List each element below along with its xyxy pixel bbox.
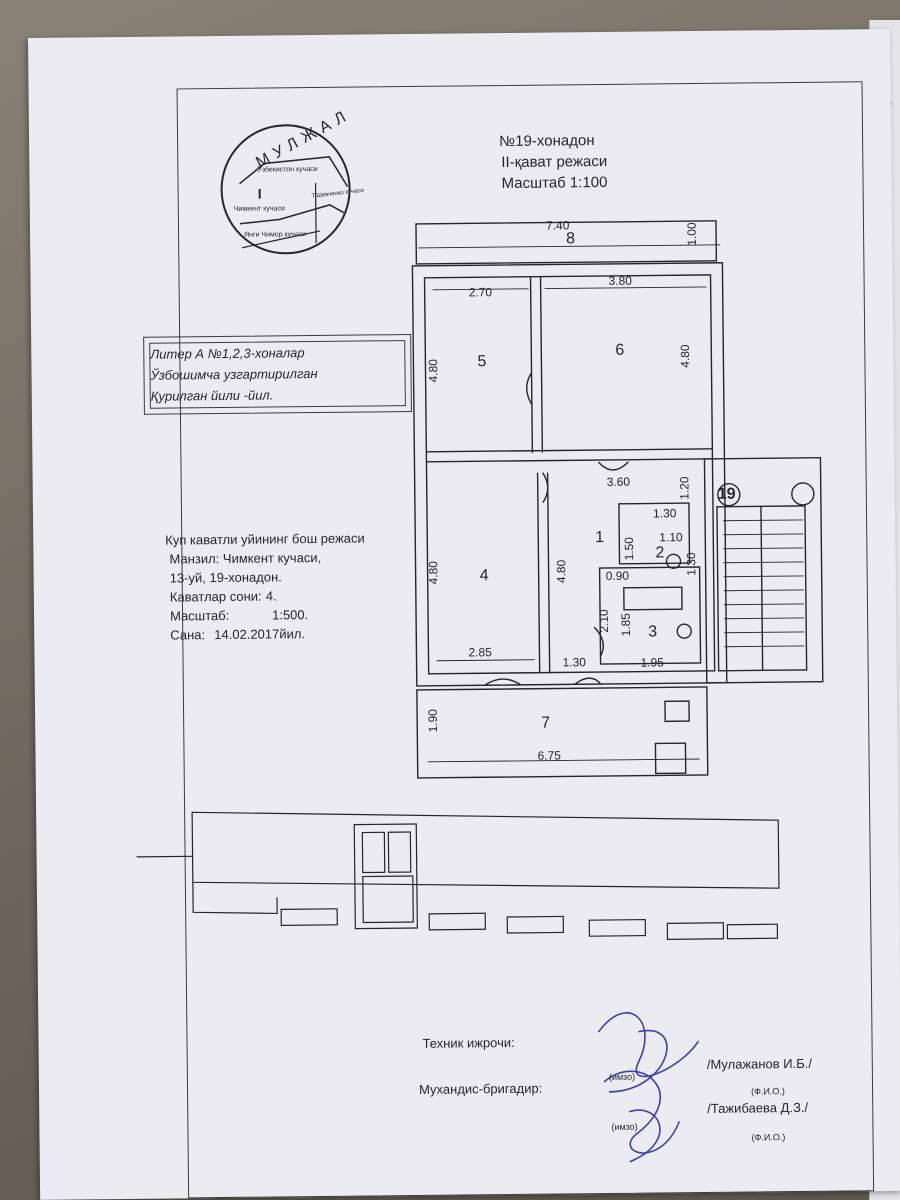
info-date-label: Сана: — [170, 627, 206, 643]
tech-name: /Мулажанов И.Б./ — [706, 1055, 813, 1072]
dim-480-room1: 4.80 — [554, 559, 569, 584]
dim-740: 7.40 — [545, 218, 570, 233]
eng-label: Мухандис-бригадир: — [418, 1080, 543, 1097]
dim-285: 2.85 — [468, 645, 492, 660]
dim-360: 3.60 — [606, 474, 631, 489]
dim-480-room5: 4.80 — [426, 359, 441, 383]
dim-210: 2.10 — [596, 609, 611, 633]
dim-130-bottom: 1.30 — [562, 655, 586, 670]
tech-fio: (Ф.И.О.) — [751, 1086, 785, 1097]
room-label-3: 3 — [648, 623, 658, 641]
dim-195: 1.95 — [640, 655, 665, 670]
info-address: Манзил: Чимкент кучаси, — [169, 549, 322, 567]
info-house: 13-уй, 19-хонадон. — [169, 569, 282, 586]
dim-480-room4: 4.80 — [426, 561, 441, 585]
dim-380: 3.80 — [608, 273, 633, 288]
room-label-2: 2 — [655, 544, 665, 562]
info-scale-value: 1:500. — [271, 607, 309, 623]
document-sheet: МУЛЖАЛ Ўзбекистон кучаси Т.Шевченко куча… — [28, 28, 900, 1200]
room-label-19: 19 — [717, 485, 736, 503]
info-floors-value: 4. — [265, 588, 277, 604]
dim-120: 1.20 — [677, 476, 692, 500]
dim-100: 1.00 — [684, 222, 699, 246]
room-label-7: 7 — [541, 714, 551, 732]
room-label-5: 5 — [477, 353, 487, 371]
dim-675: 6.75 — [537, 748, 561, 763]
eng-name: /Тажибаева Д.З./ — [707, 1099, 809, 1116]
dim-270: 2.70 — [468, 285, 493, 300]
dim-480-room6: 4.80 — [677, 344, 693, 368]
room-label-1: 1 — [595, 528, 605, 547]
dim-090: 0.90 — [605, 568, 630, 583]
floor-plan-drawing — [136, 220, 824, 1163]
eng-imzo: (имзо) — [611, 1121, 638, 1132]
location-map-badge — [220, 124, 351, 255]
info-date-value: 14.02.2017йил. — [214, 626, 306, 643]
tech-label: Техник ижрочи: — [422, 1034, 515, 1051]
dim-185: 1.85 — [618, 613, 633, 637]
dim-130-right: 1.30 — [684, 552, 699, 576]
dim-150: 1.50 — [621, 536, 637, 561]
dim-130-top: 1.30 — [652, 506, 677, 521]
tech-imzo: (имзо) — [608, 1071, 636, 1082]
info-floors-label: Каватлар сони: — [169, 588, 262, 605]
room-label-4: 4 — [479, 567, 489, 585]
info-scale-label: Масштаб: — [169, 607, 230, 624]
dim-190: 1.90 — [425, 709, 440, 733]
room-label-8: 8 — [566, 230, 576, 248]
dim-110: 1.10 — [659, 530, 683, 545]
room-label-6: 6 — [615, 341, 625, 359]
eng-fio: (Ф.И.О.) — [751, 1132, 786, 1143]
info-title: Куп каватли уйининг бош режаси — [165, 530, 365, 548]
